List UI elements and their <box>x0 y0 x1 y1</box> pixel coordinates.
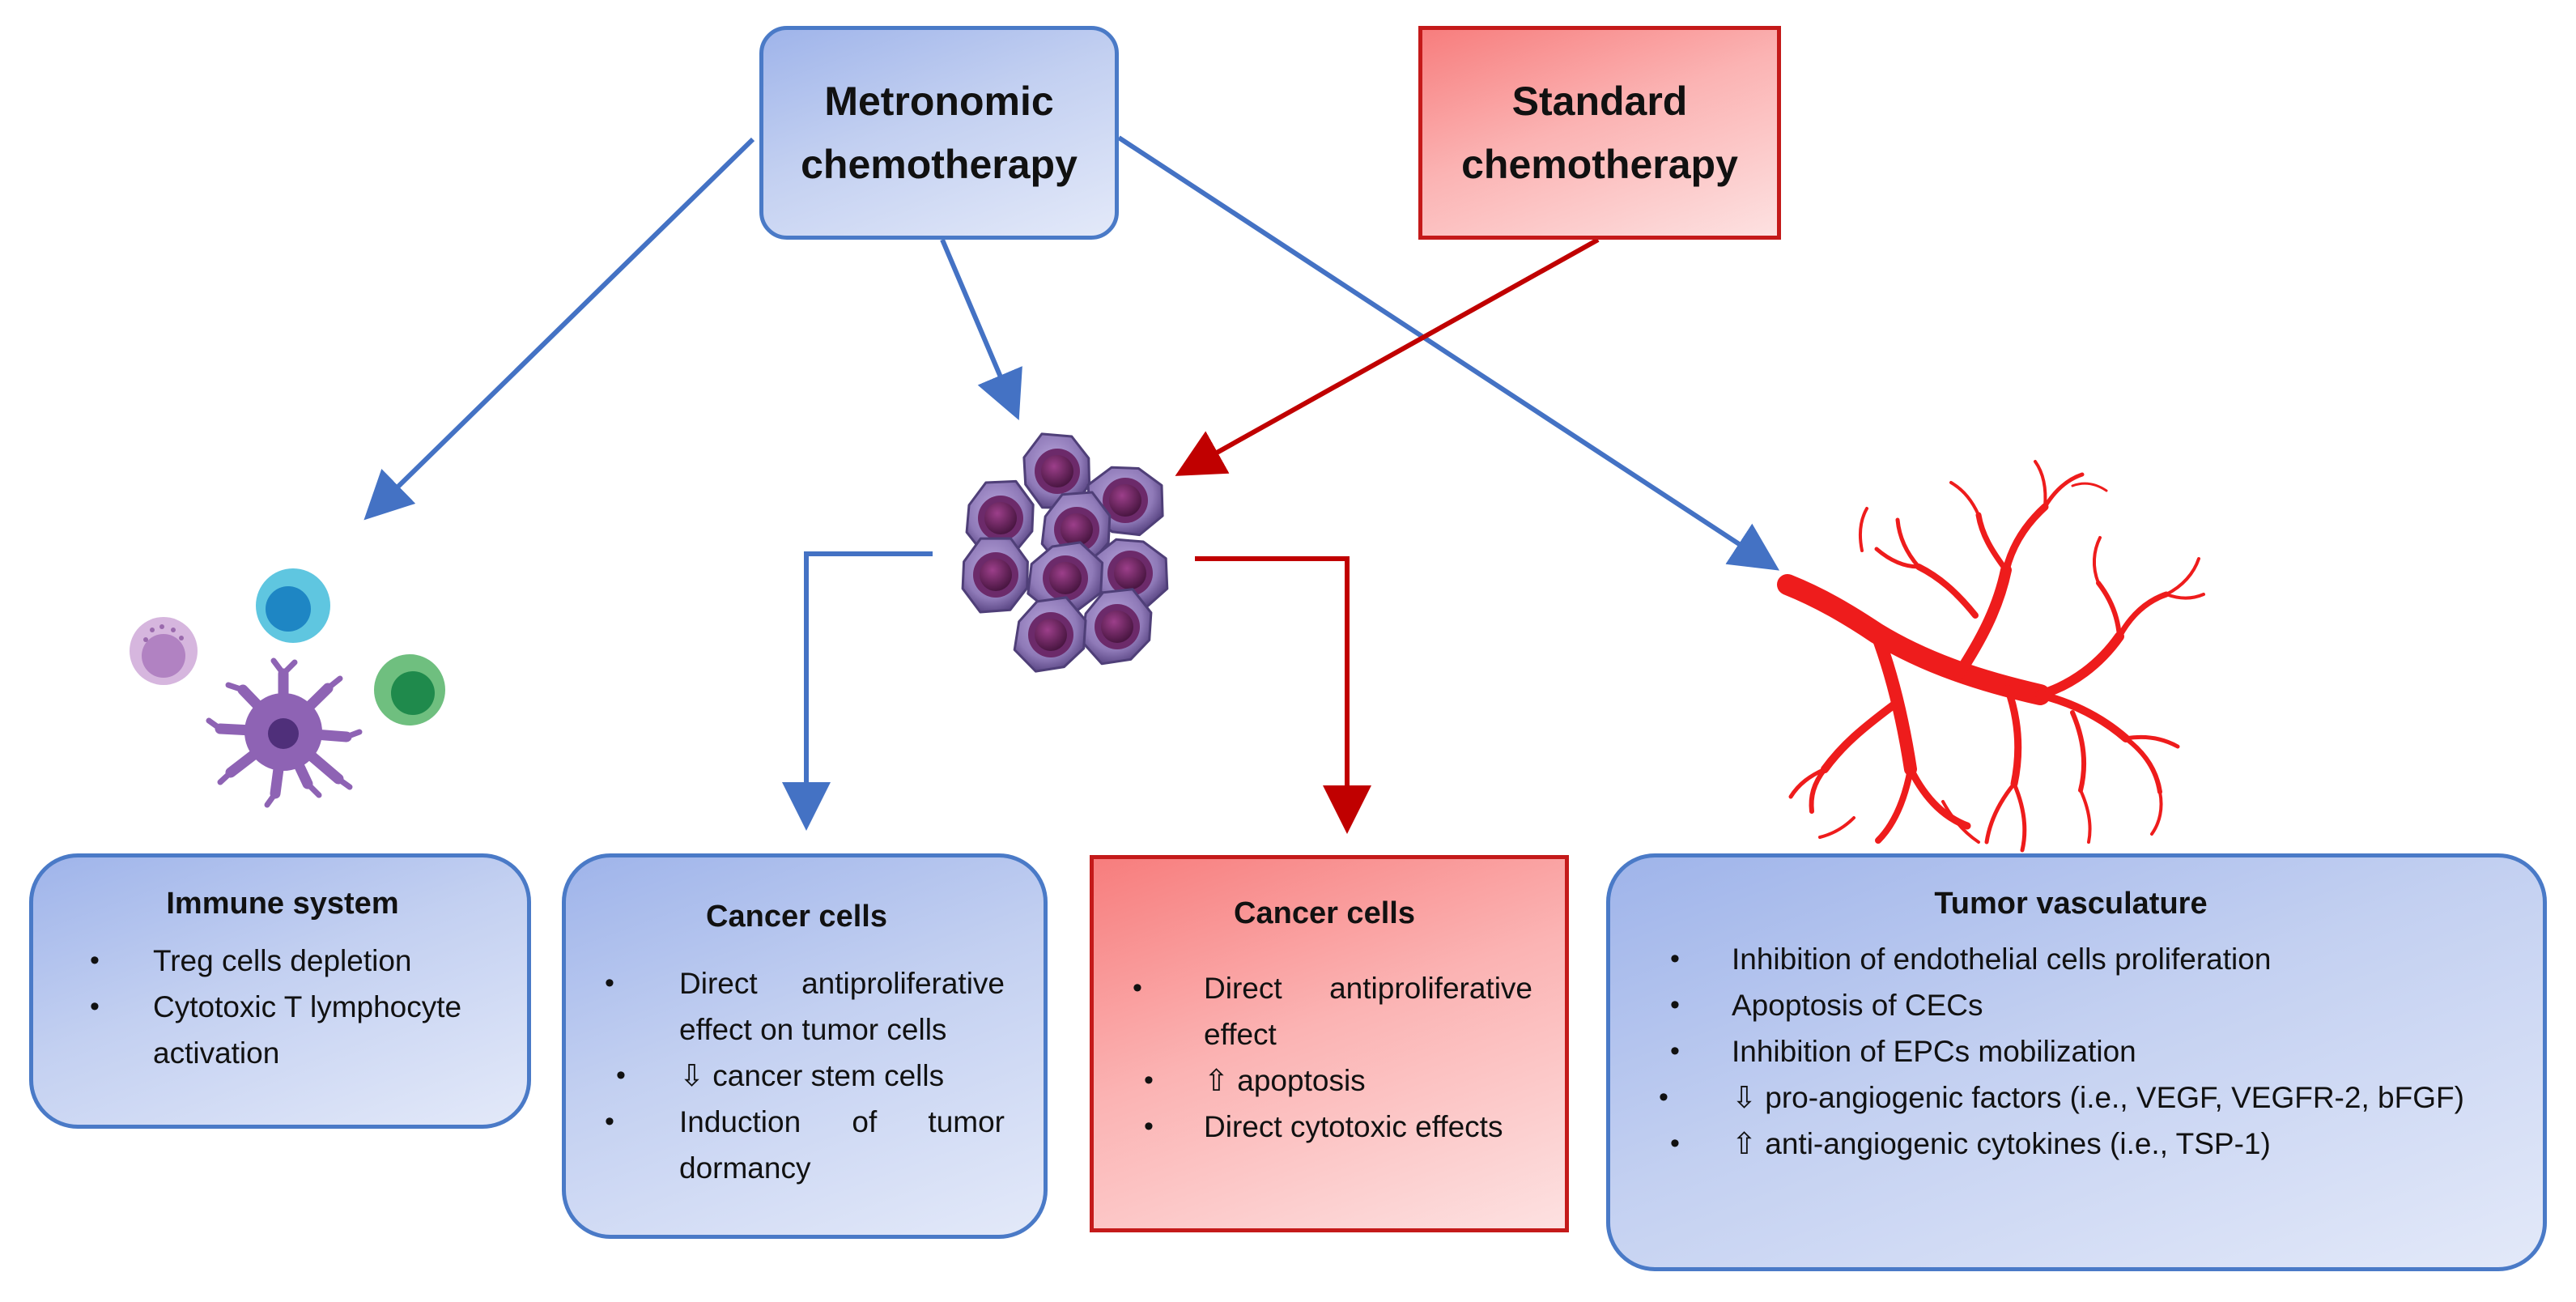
arrow-metronomic-to-vessels <box>1117 135 1780 571</box>
cancer-cells-metronomic-panel: Cancer cells •Direct antiproliferative e… <box>562 853 1048 1239</box>
list-item: •⇩ pro-angiogenic factors (i.e., VEGF, V… <box>1659 1081 2464 1114</box>
arrow-tumor-to-metronomic-cancer-panel <box>782 551 933 831</box>
arrow-metronomic-to-immune <box>363 137 755 521</box>
dendritic-cell-icon <box>206 657 363 808</box>
list-item: •⇩ cancer stem cells <box>616 1059 945 1092</box>
metronomic-title-line2: chemotherapy <box>801 142 1078 187</box>
cancer-cell-nucleus <box>1049 562 1082 594</box>
cancer-metronomic-effects-list: •Direct antiproliferative effect on tumo… <box>589 960 1005 1191</box>
arrow-metronomic-to-tumor <box>940 238 1022 421</box>
vasculature-effects-list: •Inhibition of endothelial cells prolife… <box>1643 936 2499 1167</box>
panel-title: Cancer cells <box>1234 896 1415 930</box>
metronomic-chemotherapy-box: Metronomic chemotherapy <box>759 26 1119 240</box>
immune-system-panel: Immune system •Treg cells depletion •Cyt… <box>29 853 531 1129</box>
cancer-cell-nucleus <box>1061 513 1093 546</box>
tumor-vasculature-panel: Tumor vasculature •Inhibition of endothe… <box>1606 853 2547 1271</box>
cancer-cells-standard-panel: Cancer cells •Direct antiproliferative e… <box>1090 855 1569 1232</box>
cancer-cell-nucleus <box>980 559 1012 591</box>
immune-effects-list: •Treg cells depletion •Cytotoxic T lymph… <box>62 938 503 1076</box>
panel-title: Cancer cells <box>706 900 887 934</box>
cancer-cell-nucleus <box>1114 557 1146 589</box>
cancer-cell-nucleus <box>1109 484 1141 517</box>
cancer-cell-nucleus <box>1101 611 1133 643</box>
panel-title: Immune system <box>166 887 399 921</box>
arrow-standard-to-tumor <box>1175 237 1600 476</box>
list-item: •Apoptosis of CECs <box>1670 989 1983 1022</box>
cancer-cell-nucleus <box>1041 455 1073 487</box>
list-item: •Direct antiproliferative effect on tumo… <box>605 967 1005 1046</box>
list-item: •Cytotoxic T lymphocyte activation <box>90 990 462 1070</box>
lymphocyte-green-icon <box>374 654 445 725</box>
connectors <box>363 135 1780 834</box>
cancer-cell-nucleus <box>984 502 1017 534</box>
list-item: •Direct antiproliferative effect <box>1133 972 1532 1051</box>
metronomic-title-line1: Metronomic <box>824 79 1054 124</box>
cancer-standard-effects-list: •Direct antiproliferative effect •⇧ apop… <box>1116 965 1532 1150</box>
lymphocyte-blue-icon <box>256 568 330 643</box>
list-item: •Direct cytotoxic effects <box>1144 1110 1503 1143</box>
panel-title: Tumor vasculature <box>1934 887 2208 921</box>
list-item: •⇧ apoptosis <box>1144 1064 1366 1097</box>
macrophage-cell-icon <box>130 617 198 685</box>
standard-title-line1: Standard <box>1511 79 1688 124</box>
list-item: •Treg cells depletion <box>90 944 412 977</box>
standard-chemotherapy-box: Standard chemotherapy <box>1418 26 1781 240</box>
list-item: •Inhibition of endothelial cells prolife… <box>1670 942 2272 976</box>
cancer-cell-cluster-icon <box>961 432 1169 673</box>
arrow-tumor-to-standard-cancer-panel <box>1195 556 1371 834</box>
list-item: •⇧ anti-angiogenic cytokines (i.e., TSP-… <box>1670 1127 2271 1160</box>
immune-cells-icon <box>130 568 445 808</box>
cancer-cell-nucleus <box>1035 619 1067 651</box>
blood-vessels-icon <box>1777 460 2205 853</box>
standard-title-line2: chemotherapy <box>1461 142 1738 187</box>
list-item: •Inhibition of EPCs mobilization <box>1670 1035 2136 1068</box>
list-item: •Induction of tumor dormancy <box>605 1105 1005 1185</box>
